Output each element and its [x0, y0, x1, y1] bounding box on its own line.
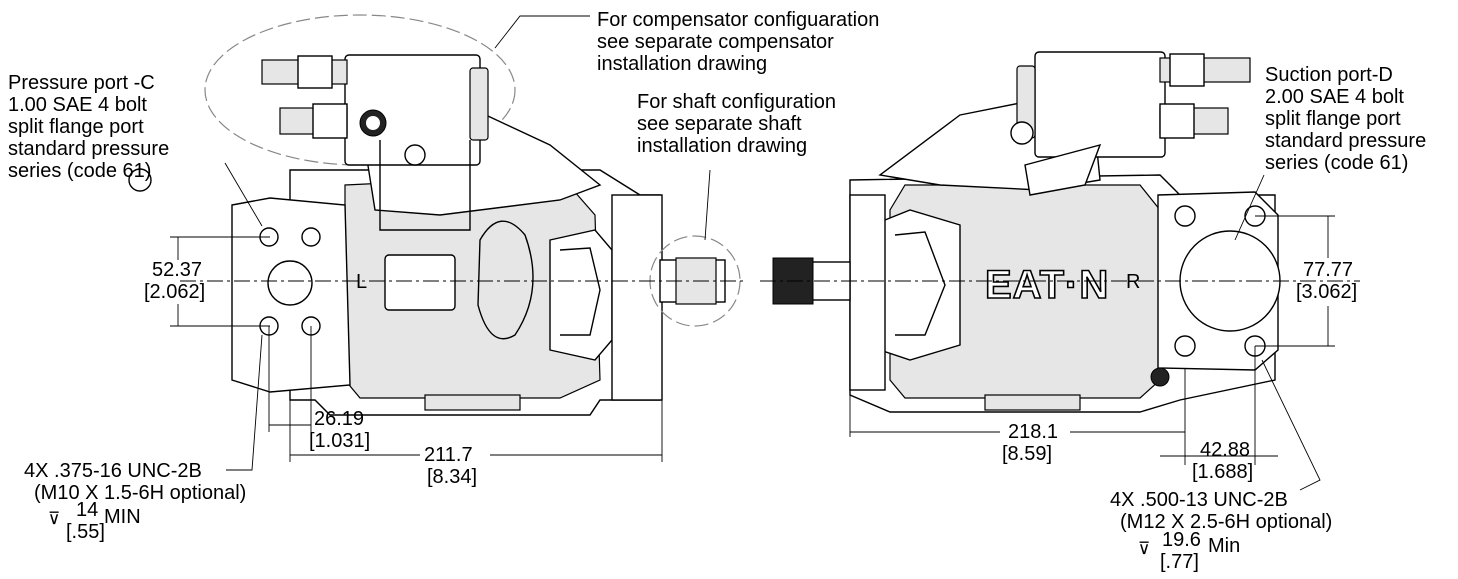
- body-plug: [404, 144, 426, 166]
- compensator-stud: [469, 67, 489, 141]
- svg-text:split flange port: split flange port: [8, 116, 144, 138]
- svg-text:Min: Min: [1208, 535, 1240, 557]
- shaft-note: For shaft configuration see separate sha…: [637, 91, 836, 157]
- svg-text:For shaft configuration: For shaft configuration: [637, 91, 836, 113]
- suction-port-bolt-tl: [1174, 205, 1196, 227]
- right-drain-plug: [1150, 367, 1170, 387]
- svg-text:52.37: 52.37: [152, 259, 202, 281]
- svg-text:(M12 X 2.5-6H optional): (M12 X 2.5-6H optional): [1120, 511, 1332, 533]
- svg-text:[8.59]: [8.59]: [1002, 443, 1052, 465]
- right-nut-bottom: [1159, 103, 1195, 139]
- left-nose-rib-inner: [559, 247, 601, 336]
- right-compensator-block: [1034, 51, 1166, 158]
- right-thread-note: 4X .500-13 UNC-2B (M12 X 2.5-6H optional…: [1110, 489, 1332, 533]
- svg-text:[1.688]: [1.688]: [1192, 461, 1253, 483]
- left-view-mark: L: [356, 271, 367, 293]
- right-view-mark: R: [1126, 271, 1140, 293]
- left-port-recess: [384, 254, 456, 311]
- suction-port-bolt-bl: [1174, 335, 1196, 357]
- left-port-offset-dim: 26.19 [1.031]: [309, 408, 370, 452]
- right-depth-dim: ⊽ 19.6 [.77] Min: [1138, 529, 1240, 573]
- svg-text:1.00 SAE 4 bolt: 1.00 SAE 4 bolt: [8, 94, 147, 116]
- svg-text:⊽: ⊽: [1138, 539, 1150, 558]
- svg-text:[.77]: [.77]: [1160, 551, 1199, 573]
- svg-text:⊽: ⊽: [48, 509, 60, 528]
- svg-text:211.7: 211.7: [424, 444, 473, 466]
- svg-text:For compensator configuaration: For compensator configuaration: [597, 9, 879, 31]
- left-oval-window: [477, 220, 534, 340]
- svg-text:installation drawing: installation drawing: [597, 53, 767, 75]
- left-bottom-foot: [424, 394, 521, 411]
- svg-text:218.1: 218.1: [1008, 421, 1058, 443]
- svg-text:(M10 X 1.5-6H optional): (M10 X 1.5-6H optional): [34, 482, 246, 504]
- dimension-lines: [170, 15, 1335, 491]
- right-nose-rib-inner: [894, 231, 946, 336]
- svg-text:[3.062]: [3.062]: [1296, 281, 1357, 303]
- svg-text:see separate compensator: see separate compensator: [597, 31, 834, 53]
- svg-text:[1.031]: [1.031]: [309, 430, 370, 452]
- svg-text:standard pressure: standard pressure: [8, 138, 169, 160]
- left-port-spacing-dim: 52.37 [2.062]: [144, 259, 205, 303]
- right-bracket: [1024, 143, 1102, 196]
- svg-text:[.55]: [.55]: [66, 521, 105, 543]
- svg-text:19.6: 19.6: [1162, 529, 1201, 551]
- right-bottom-foot: [984, 394, 1081, 411]
- svg-text:[8.34]: [8.34]: [427, 466, 477, 488]
- compensator-note: For compensator configuaration see separ…: [597, 9, 879, 75]
- svg-text:42.88: 42.88: [1200, 439, 1250, 461]
- svg-text:see separate shaft: see separate shaft: [637, 113, 802, 135]
- pressure-port-bolt-tr: [301, 227, 321, 247]
- compensator-nut-top: [297, 55, 333, 89]
- right-overall-dim: 218.1 [8.59]: [1002, 421, 1058, 465]
- left-overall-dim: 211.7 [8.34]: [424, 444, 477, 488]
- svg-text:4X .375-16 UNC-2B: 4X .375-16 UNC-2B: [24, 460, 202, 482]
- left-thread-note: 4X .375-16 UNC-2B (M10 X 1.5-6H optional…: [24, 460, 246, 504]
- svg-text:4X .500-13 UNC-2B: 4X .500-13 UNC-2B: [1110, 489, 1288, 511]
- compensator-nut-bottom: [312, 103, 348, 139]
- svg-text:26.19: 26.19: [314, 408, 364, 430]
- right-screw: [1010, 121, 1034, 145]
- svg-text:standard pressure: standard pressure: [1265, 130, 1426, 152]
- right-port-offset-dim: 42.88 [1.688]: [1192, 439, 1253, 483]
- right-pump-view: EAT·N R: [760, 51, 1360, 413]
- left-depth-dim: ⊽ 14 [.55] MIN: [48, 499, 141, 543]
- svg-text:MIN: MIN: [104, 506, 141, 528]
- svg-text:77.77: 77.77: [1303, 259, 1353, 281]
- svg-text:series (code 61): series (code 61): [1265, 152, 1408, 174]
- pressure-port-bore: [267, 260, 313, 306]
- right-mount-flange: [849, 194, 886, 391]
- left-plug: [128, 168, 152, 192]
- right-port-spacing-dim: 77.77 [3.062]: [1296, 259, 1357, 303]
- left-nose-ribs: [549, 229, 613, 361]
- compensator-screw-inner: [366, 116, 380, 130]
- pressure-port-note: Pressure port -C 1.00 SAE 4 bolt split f…: [8, 72, 169, 182]
- left-mount-flange: [611, 194, 663, 401]
- svg-text:Pressure port -C: Pressure port -C: [8, 72, 155, 94]
- compensator-slot: [379, 140, 471, 231]
- left-pump-view: L: [128, 14, 745, 416]
- compensator-callout-outline: [204, 14, 516, 166]
- svg-text:installation drawing: installation drawing: [637, 135, 807, 157]
- svg-text:split flange port: split flange port: [1265, 108, 1401, 130]
- svg-text:[2.062]: [2.062]: [144, 281, 205, 303]
- brand-logo: EAT·N: [985, 263, 1109, 307]
- svg-text:Suction port-D: Suction port-D: [1265, 64, 1393, 86]
- svg-text:series (code 61): series (code 61): [8, 160, 151, 182]
- right-nut-top: [1169, 53, 1205, 87]
- suction-port-note: Suction port-D 2.00 SAE 4 bolt split fla…: [1265, 64, 1426, 174]
- svg-text:2.00 SAE 4 bolt: 2.00 SAE 4 bolt: [1265, 86, 1404, 108]
- svg-text:14: 14: [76, 499, 98, 521]
